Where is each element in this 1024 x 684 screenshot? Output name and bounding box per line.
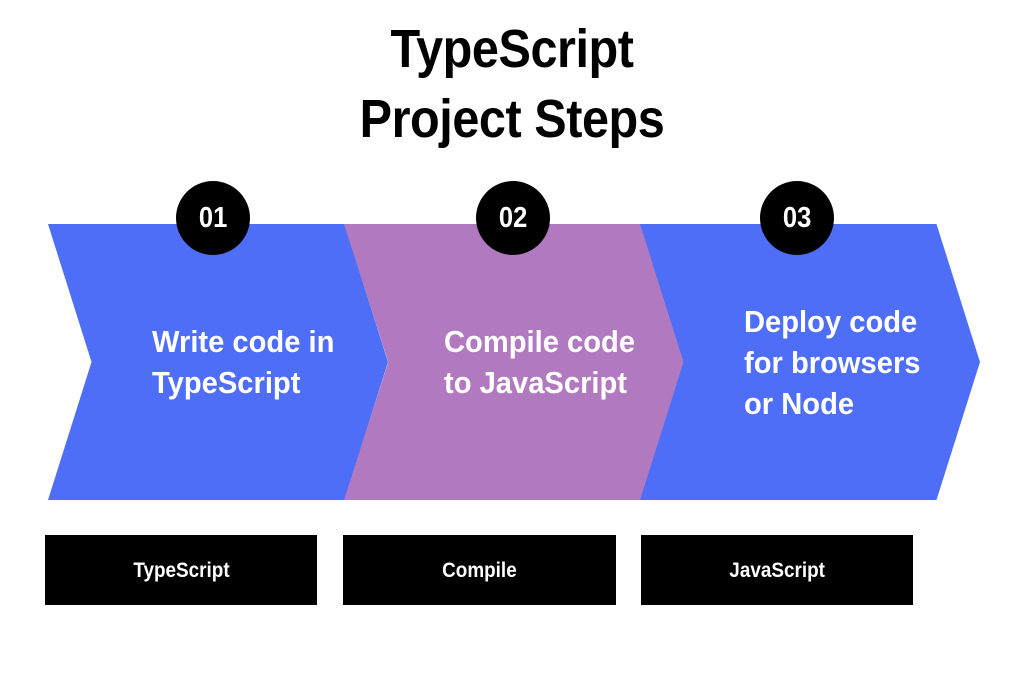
step-tag-1[interactable]: TypeScript <box>45 535 317 605</box>
title-line-2: Project Steps <box>359 89 665 149</box>
step-tag-2-text: Compile <box>442 558 517 582</box>
page-title: TypeScript Project Steps <box>0 14 1024 154</box>
step-badge-3: 03 <box>760 181 834 255</box>
process-step-2[interactable] <box>344 224 690 500</box>
chevron-shape-2 <box>344 224 690 500</box>
step-tag-3[interactable]: JavaScript <box>641 535 913 605</box>
step-badge-2: 02 <box>476 181 550 255</box>
process-step-3[interactable] <box>640 224 980 500</box>
step-badge-3-number: 03 <box>782 201 812 234</box>
step-badge-1: 01 <box>176 181 250 255</box>
step-badge-2-number: 02 <box>498 201 528 234</box>
chevron-shape-3 <box>640 224 980 500</box>
process-chevron-band: Write code in TypeScript Compile code to… <box>0 224 1024 500</box>
title-line-1: TypeScript <box>390 19 634 79</box>
step-badge-1-number: 01 <box>198 201 228 234</box>
process-step-1[interactable] <box>48 224 388 500</box>
step-tag-3-text: JavaScript <box>729 558 825 582</box>
step-tag-1-text: TypeScript <box>132 558 230 582</box>
step-tag-2[interactable]: Compile <box>343 535 616 605</box>
chevron-shape-1 <box>48 224 388 500</box>
